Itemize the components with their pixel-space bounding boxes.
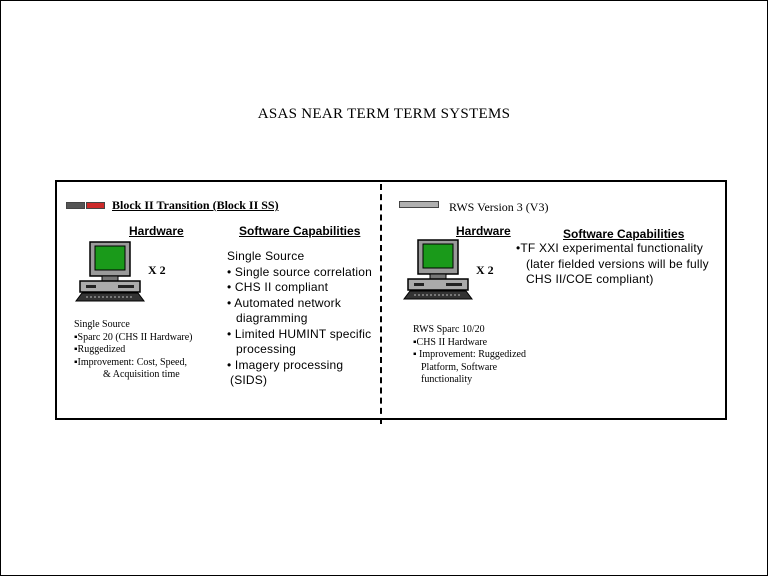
list-item: processing [236, 342, 297, 356]
left-software-list: Single Source • Single source correlatio… [227, 249, 372, 389]
list-item: ▪Sparc 20 (CHS II Hardware) [74, 331, 193, 343]
list-item: ▪Improvement: Cost, Speed, [74, 356, 187, 368]
list-item: (later fielded versions will be fully [526, 256, 709, 271]
list-item: (SIDS) [230, 373, 268, 387]
list-item: functionality [421, 374, 473, 385]
list-item: ▪Ruggedized [74, 344, 126, 355]
left-hardware-heading: Hardware [129, 224, 184, 238]
right-legend-label: RWS Version 3 (V3) [449, 200, 549, 214]
right-software-list: •TF XXI experimental functionality (late… [516, 241, 709, 288]
list-item: & Acquisition time [103, 369, 180, 380]
list-item: ▪ Improvement: Ruggedized [413, 349, 526, 360]
list-item: •TF XXI experimental functionality [516, 241, 704, 255]
list-item: CHS II/COE compliant) [526, 272, 654, 286]
list-item: RWS Sparc 10/20 [413, 324, 485, 335]
left-hardware-details: Single Source ▪Sparc 20 (CHS II Hardware… [74, 319, 193, 382]
computer-icon [402, 238, 474, 300]
right-multiplier: X 2 [476, 263, 494, 277]
right-hardware-heading: Hardware [456, 224, 511, 238]
left-legend-label: Block II Transition (Block II SS) [112, 198, 279, 212]
legend-swatch-gray [399, 201, 439, 208]
legend-swatch-dark [66, 202, 85, 209]
computer-icon [74, 240, 146, 302]
list-item: Single Source [227, 249, 305, 263]
list-item: ▪CHS II Hardware [413, 336, 488, 348]
right-software-heading: Software Capabilities [563, 227, 685, 241]
list-item: Single Source [74, 319, 130, 330]
slide-title: ASAS NEAR TERM TERM SYSTEMS [257, 106, 511, 122]
list-item: • CHS II compliant [227, 280, 329, 294]
systems-panel [55, 180, 727, 420]
list-item: Platform, Software [421, 361, 498, 373]
right-hardware-details: RWS Sparc 10/20 ▪CHS II Hardware ▪ Impro… [413, 324, 526, 387]
section-divider [380, 184, 382, 424]
list-item: • Imagery processing [227, 357, 344, 372]
list-item: • Single source correlation [227, 264, 373, 279]
left-software-heading: Software Capabilities [239, 224, 361, 238]
list-item: diagramming [236, 311, 308, 325]
list-item: • Automated network [227, 295, 342, 310]
legend-swatch-red [86, 202, 105, 209]
left-multiplier: X 2 [148, 263, 166, 277]
list-item: • Limited HUMINT specific [227, 326, 372, 341]
